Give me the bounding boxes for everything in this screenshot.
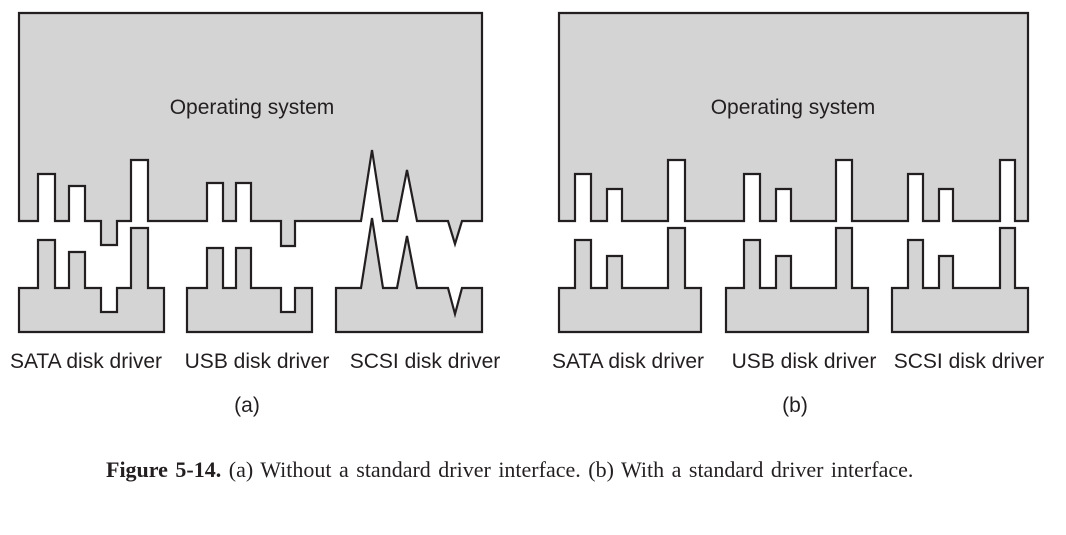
sata-driver-block-a bbox=[17, 226, 166, 334]
figure-caption-label: Figure 5-14. bbox=[106, 457, 222, 482]
panel-a: Operating system SATA disk driver USB di… bbox=[10, 11, 501, 417]
panel-label-a: (a) bbox=[234, 394, 260, 417]
usb-driver-label-a: USB disk driver bbox=[185, 350, 330, 373]
panel-b: Operating system SATA disk driver USB di… bbox=[552, 11, 1045, 417]
sata-driver-block-b bbox=[557, 226, 703, 334]
usb-driver-block-b bbox=[724, 226, 870, 334]
os-label-b: Operating system bbox=[711, 96, 876, 119]
scsi-driver-block-b bbox=[890, 226, 1030, 334]
operating-system-block-a bbox=[17, 11, 484, 248]
figure-caption: Figure 5-14. (a) Without a standard driv… bbox=[106, 455, 966, 485]
scsi-driver-block-a bbox=[334, 217, 484, 334]
sata-driver-label-b: SATA disk driver bbox=[552, 350, 704, 373]
figure-caption-text: (a) Without a standard driver interface.… bbox=[228, 457, 914, 482]
os-label-a: Operating system bbox=[170, 96, 335, 119]
usb-driver-label-b: USB disk driver bbox=[732, 350, 877, 373]
sata-driver-label-a: SATA disk driver bbox=[10, 350, 162, 373]
usb-driver-block-a bbox=[185, 246, 314, 334]
panel-label-b: (b) bbox=[782, 394, 808, 417]
operating-system-block-b bbox=[557, 11, 1030, 223]
scsi-driver-label-a: SCSI disk driver bbox=[350, 350, 501, 373]
scsi-driver-label-b: SCSI disk driver bbox=[894, 350, 1045, 373]
